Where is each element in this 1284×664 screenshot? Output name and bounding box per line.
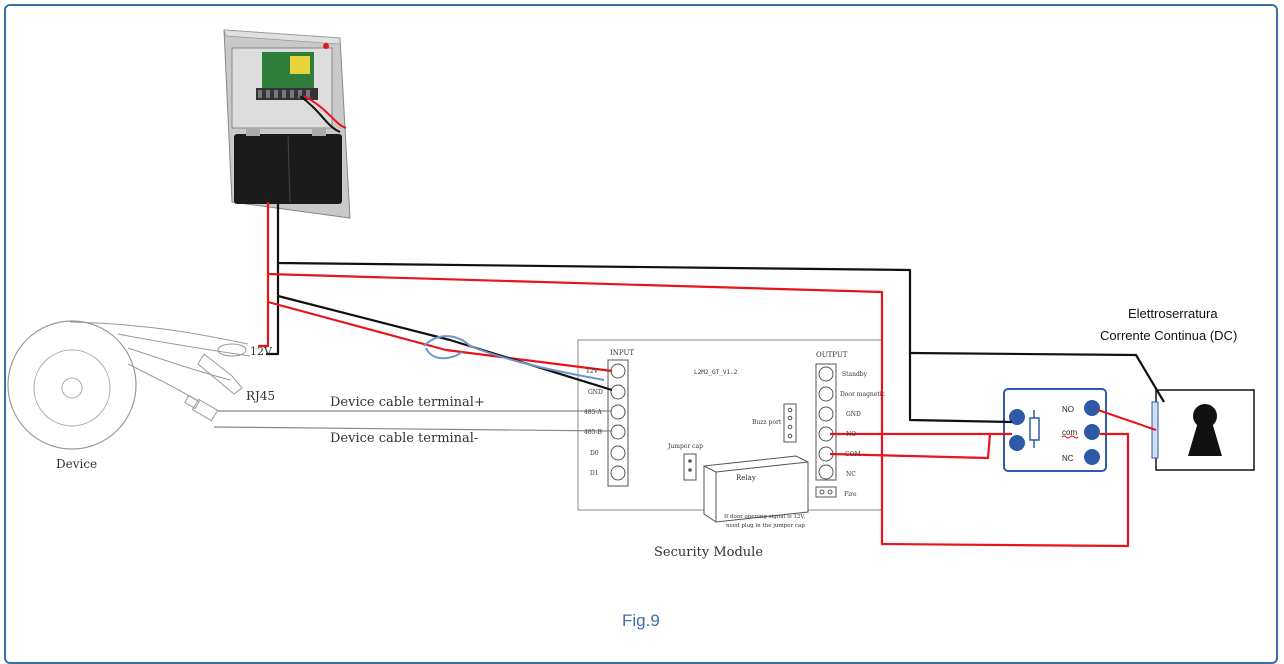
buzz-port-label: Buzz port bbox=[752, 419, 782, 426]
module-input-header: INPUT bbox=[610, 349, 634, 357]
device-label: Device bbox=[56, 457, 97, 471]
input-terminal-label: D0 bbox=[590, 450, 599, 457]
input-terminal-label: GND bbox=[588, 389, 603, 396]
figure-caption: Fig.9 bbox=[622, 611, 660, 630]
fire-label: Fire bbox=[844, 491, 857, 498]
device-12v-label: 12V bbox=[250, 345, 273, 358]
relay-nc-label: NC bbox=[1062, 454, 1074, 463]
device-reader bbox=[7, 320, 251, 450]
relay-label: Relay bbox=[736, 474, 756, 482]
relay-com-label: com bbox=[1062, 428, 1077, 437]
input-terminal-label: 12V bbox=[586, 368, 599, 375]
power-supply bbox=[223, 29, 351, 219]
jumper-cap-label: Jumper cap bbox=[667, 443, 703, 450]
electric-lock bbox=[1151, 389, 1255, 471]
output-terminal-label: GND bbox=[846, 411, 861, 418]
module-note-line2: need plug in the jumper cap bbox=[726, 523, 805, 529]
output-terminal-label: Standby bbox=[842, 371, 868, 378]
wires bbox=[213, 202, 1165, 548]
input-terminal-label: D1 bbox=[590, 470, 599, 477]
relay-no-label: NO bbox=[1062, 405, 1074, 414]
module-note-line1: If door opening signal is 12V, bbox=[724, 514, 805, 520]
security-module-board bbox=[577, 339, 883, 523]
lock-title-line2: Corrente Continua (DC) bbox=[1100, 328, 1237, 343]
cable-terminal-plus-label: Device cable terminal+ bbox=[330, 395, 485, 410]
output-terminal-label: NO bbox=[846, 431, 856, 438]
relay-board bbox=[1003, 388, 1107, 472]
module-output-header: OUTPUT bbox=[816, 351, 848, 359]
output-terminal-label: NC bbox=[846, 471, 856, 478]
output-terminal-label: COM bbox=[845, 451, 861, 458]
keyhole-icon bbox=[1188, 404, 1222, 456]
device-rj45-label: RJ45 bbox=[246, 389, 275, 403]
cable-terminal-minus-label: Device cable terminal- bbox=[330, 431, 478, 446]
module-board-id: L2M2_GT_V1.2 bbox=[694, 369, 738, 376]
output-terminal-labels: Standby Door magnetic GND NO COM NC bbox=[840, 371, 886, 478]
input-terminal-labels: 12V GND 485-A 485-B D0 D1 bbox=[584, 368, 603, 477]
wiring-diagram: Device 12V RJ45 Device cable terminal+ D… bbox=[7, 29, 1255, 630]
output-terminal-label: Door magnetic bbox=[840, 391, 886, 398]
input-terminal-label: 485-A bbox=[584, 409, 602, 416]
module-title: Security Module bbox=[654, 545, 763, 560]
input-terminal-label: 485-B bbox=[584, 429, 602, 436]
lock-title-line1: Elettroserratura bbox=[1128, 306, 1218, 321]
